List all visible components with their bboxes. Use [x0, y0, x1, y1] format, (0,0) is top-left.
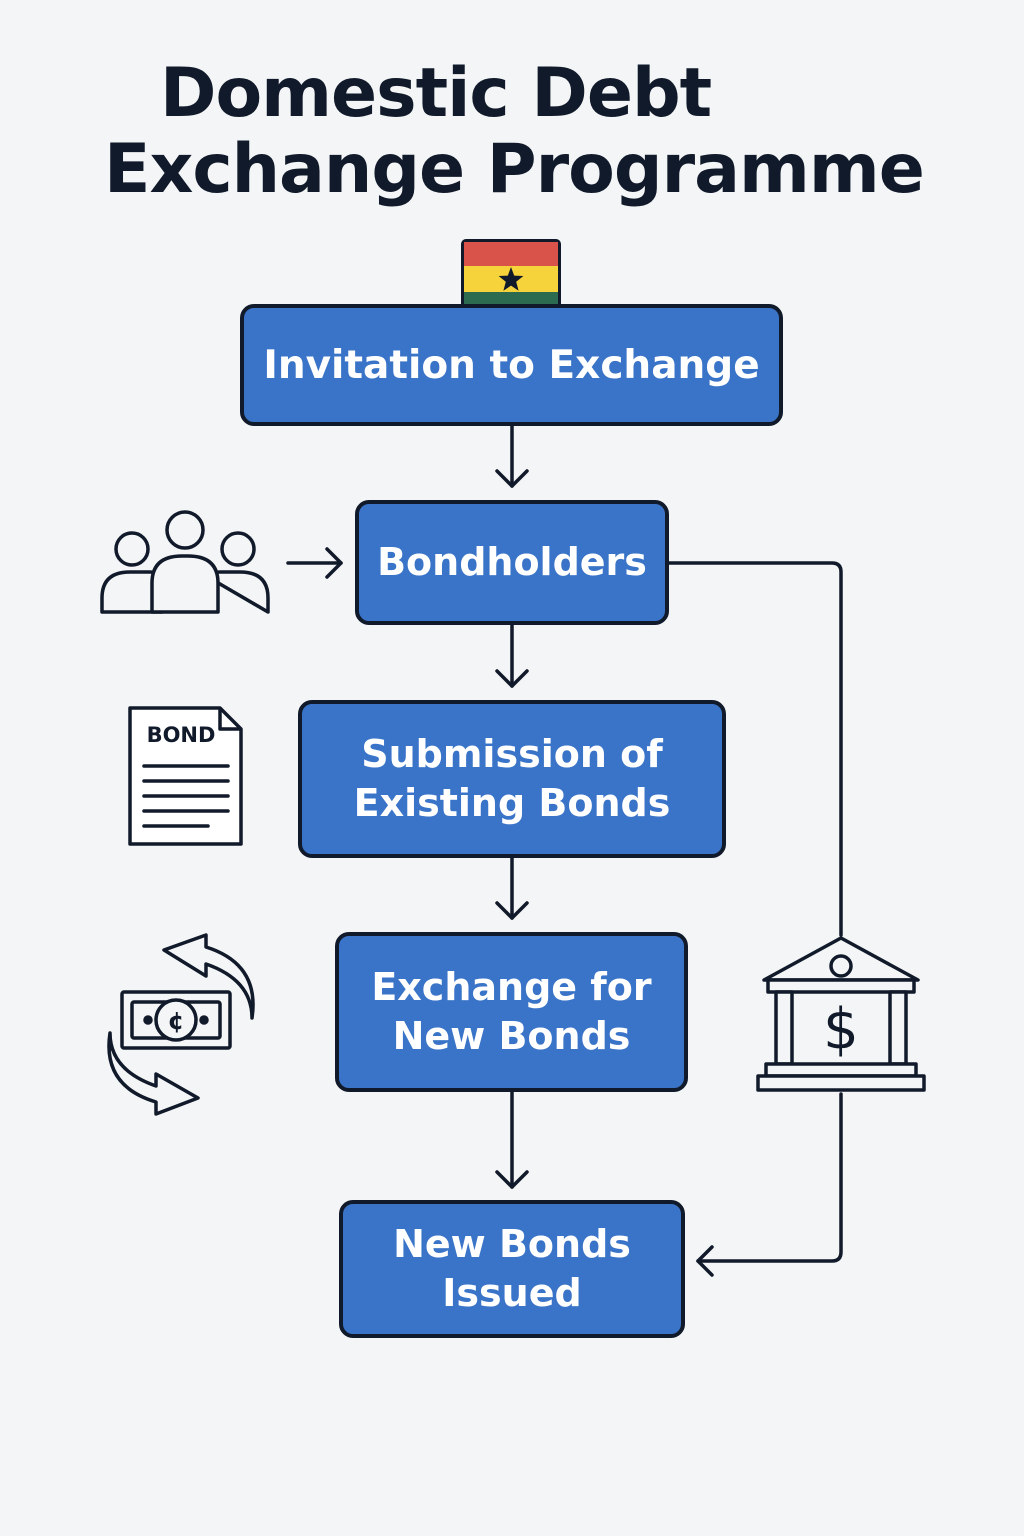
step-submission-of-existing-bonds: Submission of Existing Bonds [298, 700, 726, 858]
bondholders-group-icon [100, 510, 270, 614]
diagram-title-line-2: Exchange Programme [104, 130, 925, 209]
step-exchange-for-new-bonds: Exchange for New Bonds [335, 932, 688, 1092]
central-bank-icon: $ [756, 936, 926, 1092]
diagram-title-line-1: Domestic Debt [160, 54, 712, 133]
ghana-flag-icon [461, 239, 561, 319]
svg-text:$: $ [823, 997, 859, 1062]
arrow-exchange-to-issued [495, 1090, 529, 1189]
arrow-bondholders-to-submission [495, 623, 529, 688]
feedback-line-bondholders-to-bank [667, 561, 843, 937]
svg-text:¢: ¢ [168, 1007, 185, 1035]
step-invitation-to-exchange: Invitation to Exchange [240, 304, 783, 426]
feedback-arrow-bank-to-issued [696, 1092, 843, 1277]
money-exchange-icon: ¢ [107, 933, 255, 1116]
arrow-people-to-bondholders [286, 547, 343, 579]
bond-document-icon: BOND [128, 706, 243, 846]
step-new-bonds-issued: New Bonds Issued [339, 1200, 685, 1338]
bond-document-label: BOND [147, 723, 216, 747]
step-bondholders: Bondholders [355, 500, 669, 625]
arrow-submission-to-exchange [495, 856, 529, 920]
arrow-invitation-to-bondholders [495, 424, 529, 488]
